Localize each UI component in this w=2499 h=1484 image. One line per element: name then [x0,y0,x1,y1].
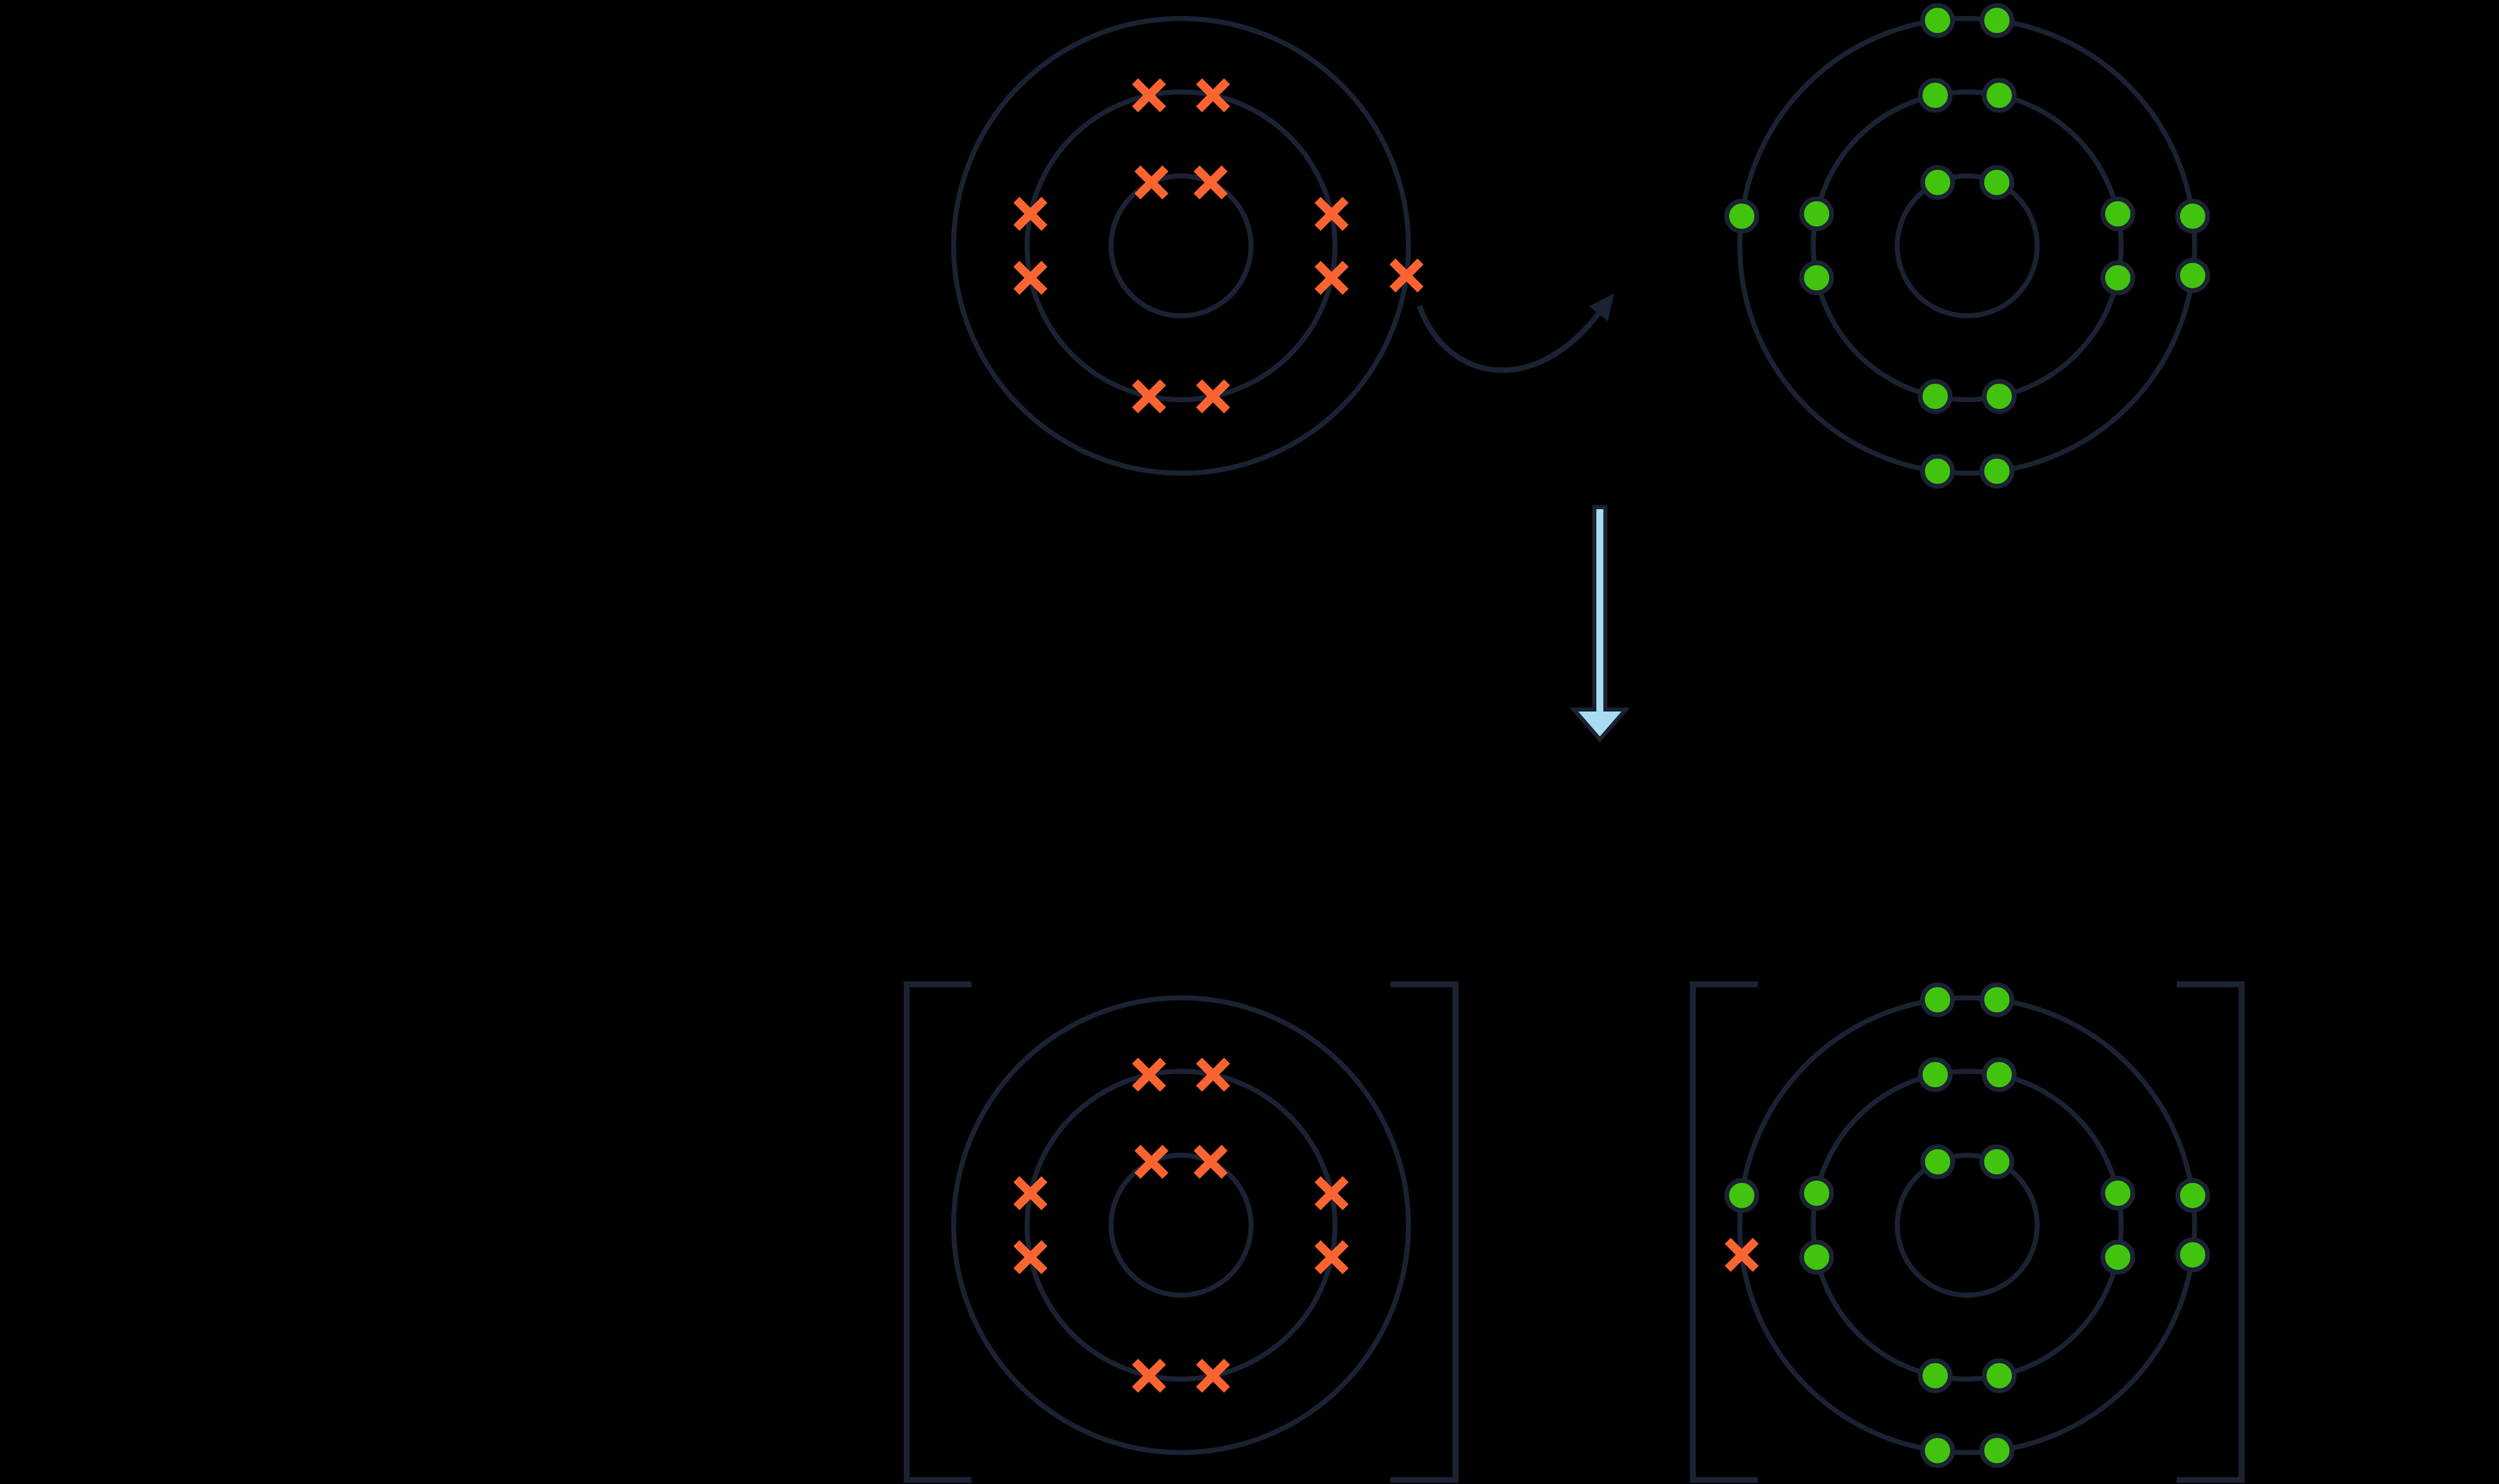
electron-shell-circle [1737,995,2197,1455]
electron-dot [1979,3,2015,38]
electron-cross [1194,1145,1228,1179]
electron-dot [1982,1057,2017,1092]
electron-cross [1132,379,1166,414]
electron-dot [2100,260,2136,295]
electron-cross [1132,1057,1166,1092]
electron-cross [1196,1057,1231,1092]
electron-dot [1982,77,2017,113]
electron-dot [1799,260,1834,295]
electron-dot [1724,1178,1759,1213]
electron-cross [1134,165,1169,200]
electron-dot [1724,198,1759,234]
electron-dot [2100,196,2136,231]
electron-dot [1918,1057,1953,1092]
electron-dot [1982,379,2017,414]
electron-shell-circle [951,16,1411,476]
transfer-arrow-curve [1416,305,1601,373]
electron-cross [1314,261,1349,295]
electron-cross [1724,1238,1759,1272]
electron-dot [1979,454,2015,489]
electron-dot [1920,1144,1955,1179]
electron-dot [1799,1176,1834,1211]
electron-dot [1799,1240,1834,1275]
electron-shell-circle [1811,1069,2124,1382]
electron-cross [1196,379,1231,414]
electron-shell-circle [1025,1069,1337,1382]
transfer-arrowhead-icon [1589,293,1614,321]
electron-dot [1920,454,1955,489]
electron-dot [1918,379,1953,414]
electron-cross [1314,1176,1349,1210]
electron-shell-circle [1895,173,2040,318]
electron-shell-circle [1811,89,2124,402]
electron-cross [1013,196,1048,231]
ion-bracket-left [904,981,972,1483]
electron-dot [1799,196,1834,231]
electron-dot [1979,165,2014,200]
electron-dot [2175,1237,2210,1273]
electron-dot [2100,1240,2136,1275]
cross-ion [904,981,1458,1483]
electron-cross [1013,1176,1048,1210]
electron-dot [2175,198,2210,234]
electron-shell-circle [1737,16,2197,476]
electron-shell-circle [1109,1153,1253,1298]
electron-shell-circle [1109,173,1253,318]
electron-cross [1194,165,1228,200]
ion-bracket-left [1690,981,1758,1483]
electron-dot [1920,1433,1955,1468]
electron-cross [1389,258,1424,293]
electron-dot [1920,3,1955,38]
electron-cross [1132,78,1166,112]
electron-cross [1314,1240,1349,1275]
ion-bracket-right [2177,981,2245,1483]
electron-transfer-arrow [1416,293,1614,373]
downward-reaction-arrow-icon [1569,505,1630,743]
electron-dot [1918,1358,1953,1394]
electron-cross [1134,1145,1169,1179]
cross-atom [951,16,1424,476]
electron-shell-circle [1895,1153,2040,1298]
ion-bracket-right [1390,981,1458,1483]
electron-cross [1132,1359,1166,1393]
electron-cross [1196,1359,1231,1393]
electron-cross [1196,78,1231,112]
electron-cross [1314,196,1349,231]
electron-dot [1982,1358,2017,1394]
electron-dot [1920,165,1955,200]
electron-cross [1013,261,1048,295]
electron-dot [1920,982,1955,1017]
electron-dot [1918,77,1953,113]
electron-dot [2175,258,2210,293]
electron-dot [1979,982,2015,1017]
dot-atom [1724,3,2210,489]
dot-ion [1690,981,2245,1483]
electron-shell-circle [951,995,1411,1455]
electron-dot [1979,1433,2015,1468]
electron-dot [2100,1176,2136,1211]
electron-dot [2175,1178,2210,1213]
electron-shell-circle [1025,89,1337,402]
electron-cross [1013,1240,1048,1275]
electron-dot [1979,1144,2014,1179]
